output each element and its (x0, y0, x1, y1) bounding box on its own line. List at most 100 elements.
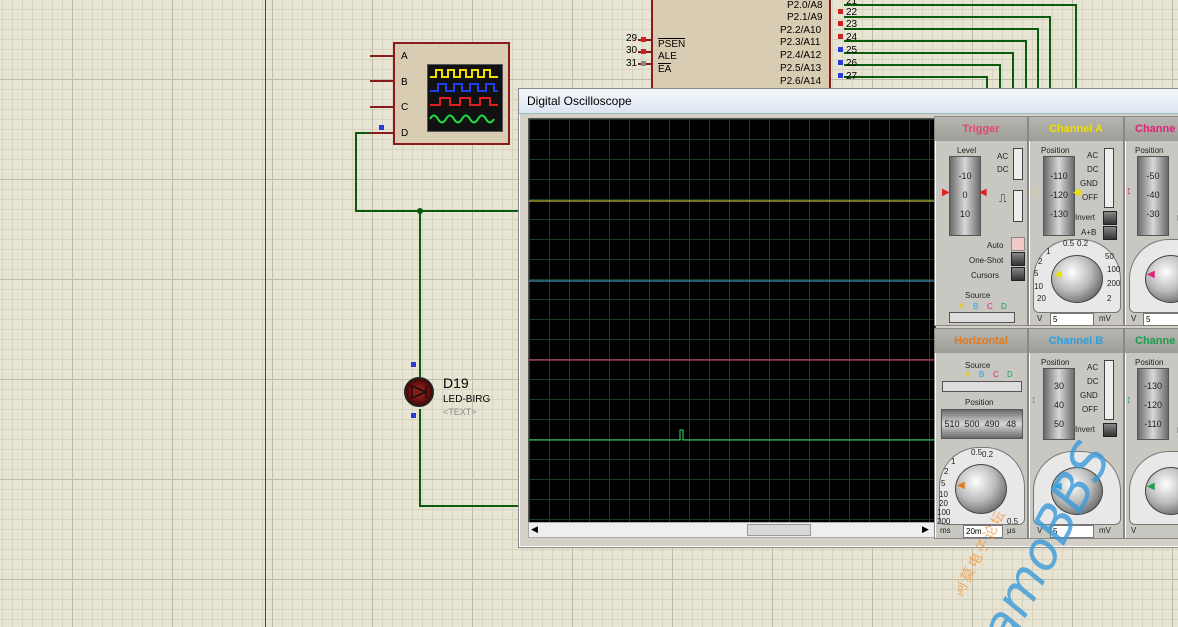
pin-marker (838, 21, 843, 26)
pin-marker (838, 47, 843, 52)
analyzer-pin-b: B (401, 77, 408, 88)
channel-c-position-label: Position (1135, 146, 1164, 155)
pos-tick: -130 (1143, 381, 1162, 391)
volts-label: 5 (1034, 269, 1039, 278)
channel-b-coupling-switch[interactable] (1104, 360, 1114, 420)
pin-marker (641, 49, 646, 54)
logic-analyzer-symbol[interactable] (393, 42, 510, 145)
pos-tick: -30 (1146, 209, 1160, 219)
window-titlebar[interactable]: Digital Oscilloscope (519, 89, 1178, 114)
channel-d-volts-knob[interactable] (1145, 467, 1178, 515)
oscilloscope-window[interactable]: Digital Oscilloscope ◀ ▶ Trigger Level -… (518, 88, 1178, 548)
timebase-label: 2 (944, 467, 949, 476)
mcu-pin-ea: EA (658, 63, 672, 75)
led-text-placeholder: <TEXT> (443, 407, 477, 417)
channel-a-value-field[interactable]: 5 (1050, 313, 1094, 326)
unit-us: μs (1007, 526, 1016, 535)
coupling-dc: DC (1087, 377, 1099, 386)
timebase-value-field[interactable]: 20m (963, 525, 1003, 538)
channel-a-invert-button[interactable] (1103, 211, 1117, 225)
pos-tick: -110 (1144, 419, 1162, 429)
channel-a-title: Channel A (1029, 117, 1123, 141)
timebase-label: 0.5 (1007, 517, 1019, 526)
coupling-off: OFF (1082, 193, 1098, 202)
trigger-source-label: Source (965, 291, 991, 300)
channel-d-panel: Channe Position -130 -120 -110 ↕ In ◀ V (1124, 328, 1178, 539)
mcu-pin-num: 30 (626, 45, 638, 56)
auto-button[interactable] (1011, 237, 1025, 251)
channel-b-value-field[interactable]: 5 (1050, 525, 1094, 538)
mcu-pin-p26: P2.6/A14 (780, 76, 822, 87)
channel-c-value-field[interactable]: 5 (1143, 313, 1178, 326)
horizontal-position-label: Position (965, 398, 994, 407)
channel-c-dial-pointer-icon: ◀ (1147, 269, 1155, 280)
channel-d-arrow-icon: ↕ (1126, 394, 1132, 406)
channel-a-aplusb-button[interactable] (1103, 226, 1117, 240)
channel-a-dial-pointer-icon: ◀ (1054, 269, 1062, 280)
led-type: LED-BIRG (443, 394, 491, 405)
horizontal-scrollbar[interactable]: ◀ ▶ (528, 522, 936, 538)
scope-traces (529, 200, 935, 441)
channel-a-position-label: Position (1041, 146, 1070, 155)
level-tick: -10 (958, 171, 972, 181)
pos-tick: -110 (1050, 171, 1068, 181)
level-slider[interactable]: -10 0 10 (949, 156, 981, 236)
guide-line (265, 0, 266, 627)
channel-a-volts-knob[interactable] (1051, 255, 1103, 303)
timebase-label: 20 (939, 499, 948, 508)
pos-tick: -120 (1049, 190, 1068, 200)
channel-b-position-slider[interactable]: 30 40 50 (1043, 368, 1075, 440)
horizontal-title: Horizontal (935, 329, 1027, 353)
hpos-tick: 48 (1005, 419, 1016, 429)
volts-label: 50 (1105, 252, 1114, 261)
trigger-source-slider[interactable] (949, 312, 1015, 323)
horizontal-source-label: Source (965, 361, 991, 370)
volts-label: 20 (1037, 294, 1046, 303)
mcu-pin-num: 23 (846, 19, 858, 30)
channel-d-position-label: Position (1135, 358, 1164, 367)
cursors-button[interactable] (1011, 267, 1025, 281)
timebase-knob[interactable] (955, 464, 1007, 514)
h-source-b: B (979, 370, 985, 379)
h-source-d: D (1007, 370, 1013, 379)
oneshot-button[interactable] (1011, 252, 1025, 266)
timebase-pointer-icon: ◀ (957, 480, 965, 491)
volts-label: 0.5 (1063, 239, 1075, 248)
led-pin-marker (411, 413, 416, 418)
channel-b-invert-button[interactable] (1103, 423, 1117, 437)
pin-marker (838, 34, 843, 39)
timebase-label: 100 (937, 508, 951, 517)
channel-b-title: Channel B (1029, 329, 1123, 353)
scope-screen[interactable] (528, 118, 936, 524)
volts-label: 1 (1046, 247, 1051, 256)
channel-b-volts-knob[interactable] (1051, 467, 1103, 515)
led-symbol[interactable] (404, 377, 434, 407)
mode-oneshot-label: One-Shot (969, 256, 1004, 265)
pin-marker (379, 125, 384, 130)
pos-tick: -40 (1146, 190, 1160, 200)
scroll-left-arrow[interactable]: ◀ (531, 524, 538, 534)
channel-b-panel: Channel B Position 30 40 50 ↕ AC DC GND … (1028, 328, 1124, 539)
channel-d-dial-pointer-icon: ◀ (1147, 481, 1155, 492)
unit-mv: mV (1099, 526, 1111, 535)
window-title: Digital Oscilloscope (527, 94, 632, 108)
mcu-pin-p25: P2.5/A13 (780, 63, 822, 74)
unit-v: V (1131, 526, 1137, 535)
channel-d-position-slider[interactable]: -130 -120 -110 (1137, 368, 1169, 440)
timebase-label: 1 (951, 457, 956, 466)
channel-c-position-slider[interactable]: -50 -40 -30 (1137, 156, 1169, 236)
edge-switch[interactable] (1013, 190, 1023, 222)
trigger-dc-label: DC (997, 165, 1009, 174)
pos-tick: 30 (1053, 381, 1064, 391)
channel-a-position-slider[interactable]: -110 -120 -130 (1043, 156, 1075, 236)
scroll-right-arrow[interactable]: ▶ (922, 524, 929, 534)
scroll-thumb[interactable] (747, 524, 811, 536)
horizontal-source-slider[interactable] (942, 381, 1022, 392)
channel-a-coupling-switch[interactable] (1104, 148, 1114, 208)
source-d: D (1001, 302, 1007, 311)
mode-auto-label: Auto (987, 241, 1004, 250)
coupling-switch[interactable] (1013, 148, 1023, 180)
volts-label: 0.2 (1077, 239, 1089, 248)
timebase-label: 5 (941, 479, 946, 488)
horizontal-position-slider[interactable]: 510 500 490 48 (941, 409, 1023, 439)
